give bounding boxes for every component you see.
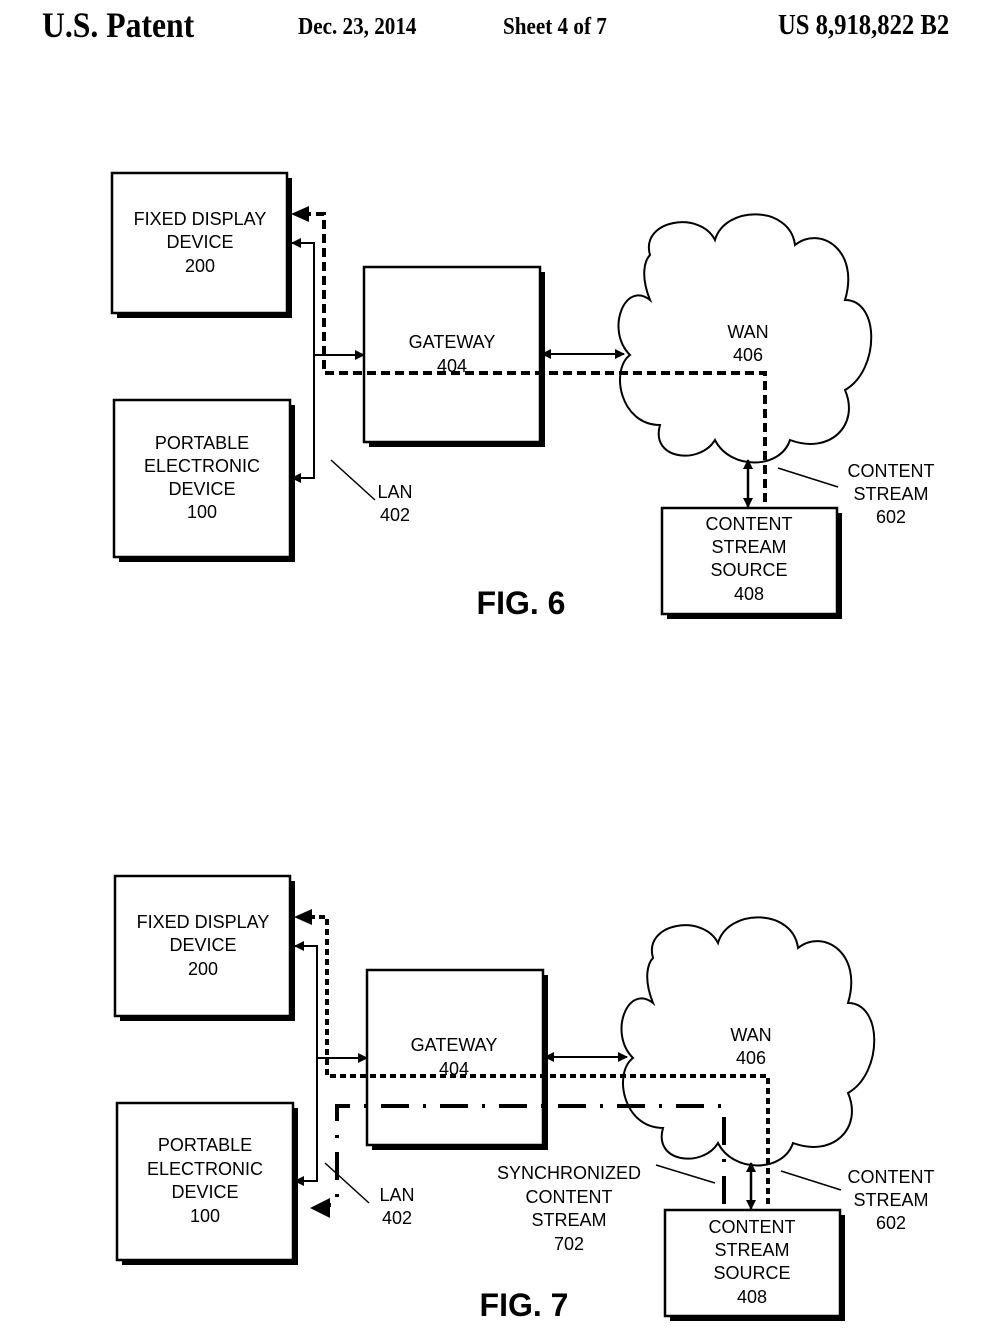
content-stream-602-path — [309, 915, 770, 1204]
wan-label-2: 406 — [733, 345, 763, 365]
content-stream-arrowhead — [294, 909, 312, 925]
content-stream-label-2: STREAM — [853, 484, 928, 504]
sync-stream-arrowhead — [310, 1198, 330, 1218]
source-label-2: STREAM — [711, 537, 786, 557]
content-stream-leader-line — [777, 467, 839, 488]
fixed-display-label-2: DEVICE — [166, 232, 233, 252]
sync-stream-leader-line — [655, 1164, 716, 1184]
lan-label-2: 402 — [380, 505, 410, 525]
fixed-display-label-1: FIXED DISPLAY — [134, 209, 267, 229]
sync-stream-label-1: SYNCHRONIZED — [497, 1163, 641, 1183]
content-stream-source-box: CONTENT STREAM SOURCE 408 — [663, 1208, 845, 1321]
wan-cloud: WAN 406 — [617, 213, 873, 464]
sync-stream-label-2: CONTENT — [526, 1187, 613, 1207]
portable-label-1: PORTABLE — [158, 1135, 252, 1155]
source-label-3: SOURCE — [713, 1263, 790, 1283]
portable-label-4: 100 — [187, 502, 217, 522]
lan-connectors — [294, 941, 368, 1186]
source-label-3: SOURCE — [710, 560, 787, 580]
gateway-label-1: GATEWAY — [409, 332, 496, 352]
portable-label-2: ELECTRONIC — [144, 456, 260, 476]
lan-label-2: 402 — [382, 1208, 412, 1228]
wan-cloud: WAN 406 — [620, 916, 876, 1167]
sync-stream-label-4: 702 — [554, 1234, 584, 1254]
source-label-4: 408 — [737, 1287, 767, 1307]
wan-label-1: WAN — [727, 322, 768, 342]
header-date: Dec. 23, 2014 — [298, 14, 417, 40]
header-title: U.S. Patent — [42, 5, 195, 45]
portable-label-2: ELECTRONIC — [147, 1159, 263, 1179]
content-stream-arrowhead — [291, 206, 309, 222]
content-stream-source-box: CONTENT STREAM SOURCE 408 — [660, 506, 842, 619]
lan-label-1: LAN — [377, 482, 412, 502]
figure-6: FIXED DISPLAY DEVICE 200 PORTABLE ELECTR… — [110, 171, 935, 621]
header-patent-number: US 8,918,822 B2 — [778, 10, 950, 41]
source-label-2: STREAM — [714, 1240, 789, 1260]
fig7-caption: FIG. 7 — [480, 1287, 569, 1323]
portable-device-box: PORTABLE ELECTRONIC DEVICE 100 — [115, 1101, 298, 1265]
figure-7: FIXED DISPLAY DEVICE 200 PORTABLE ELECTR… — [113, 874, 935, 1323]
fixed-display-label-3: 200 — [188, 959, 218, 979]
portable-label-3: DEVICE — [171, 1182, 238, 1202]
fixed-display-device-box: FIXED DISPLAY DEVICE 200 — [113, 874, 295, 1021]
lan-leader-line — [324, 1162, 370, 1204]
lan-label-1: LAN — [379, 1185, 414, 1205]
patent-header: U.S. Patent Dec. 23, 2014 Sheet 4 of 7 U… — [0, 0, 1000, 60]
content-stream-label-1: CONTENT — [848, 461, 935, 481]
gateway-box: GATEWAY 404 — [362, 265, 545, 447]
sync-stream-label-3: STREAM — [531, 1210, 606, 1230]
portable-device-box: PORTABLE ELECTRONIC DEVICE 100 — [112, 398, 295, 562]
portable-label-4: 100 — [190, 1206, 220, 1226]
gateway-box: GATEWAY 404 — [365, 968, 548, 1150]
sync-stream-702-path — [330, 1104, 726, 1207]
wan-label-2: 406 — [736, 1048, 766, 1068]
lan-leader-line — [330, 459, 376, 501]
fixed-display-device-box: FIXED DISPLAY DEVICE 200 — [110, 171, 292, 318]
content-stream-label-2: STREAM — [853, 1190, 928, 1210]
source-label-1: CONTENT — [706, 514, 793, 534]
fixed-display-label-2: DEVICE — [169, 935, 236, 955]
fig6-caption: FIG. 6 — [477, 585, 566, 621]
source-label-1: CONTENT — [709, 1217, 796, 1237]
content-stream-label-3: 602 — [876, 507, 906, 527]
lan-connectors — [291, 238, 365, 483]
portable-label-3: DEVICE — [168, 479, 235, 499]
source-label-4: 408 — [734, 584, 764, 604]
portable-label-1: PORTABLE — [155, 433, 249, 453]
content-stream-label-1: CONTENT — [848, 1167, 935, 1187]
gateway-label-1: GATEWAY — [411, 1035, 498, 1055]
fixed-display-label-1: FIXED DISPLAY — [137, 912, 270, 932]
content-stream-label-3: 602 — [876, 1213, 906, 1233]
header-sheet: Sheet 4 of 7 — [503, 14, 607, 40]
fixed-display-label-3: 200 — [185, 256, 215, 276]
wan-label-1: WAN — [730, 1025, 771, 1045]
content-stream-602-path — [306, 212, 767, 502]
content-stream-leader-line — [780, 1170, 842, 1191]
